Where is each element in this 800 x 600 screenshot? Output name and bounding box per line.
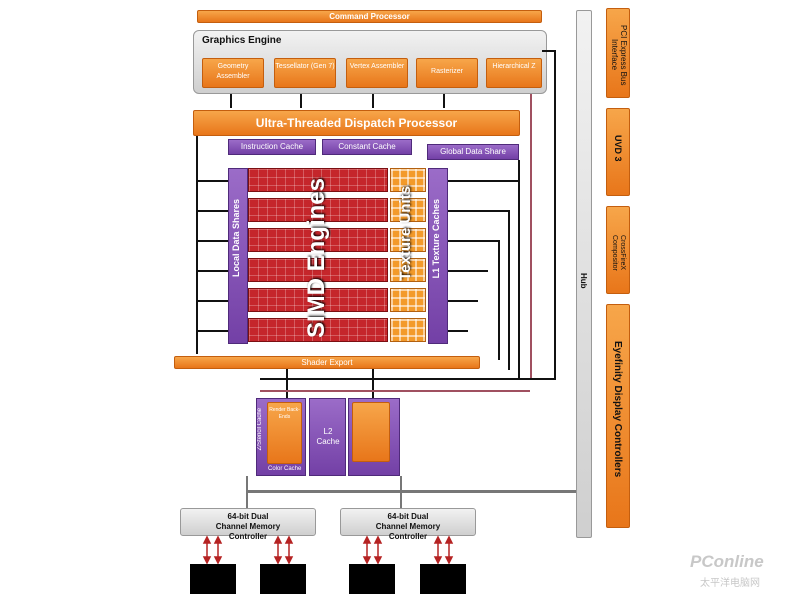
hierarchical-z-block: Hierarchical Z [486, 58, 542, 88]
local-data-shares: Local Data Shares [228, 168, 248, 344]
global-data-share: Global Data Share [427, 144, 519, 160]
geometry-assembler-block: Geometry Assembler [202, 58, 264, 88]
memory-chip [349, 564, 395, 594]
l1-texture-caches: L1 Texture Caches [428, 168, 448, 344]
l2-cache: L2 Cache [309, 398, 346, 476]
shader-export: Shader Export [174, 356, 480, 369]
graphics-engine-title: Graphics Engine [202, 35, 282, 46]
render-backends-label: Render Back-Ends [269, 407, 300, 420]
memory-chip [260, 564, 306, 594]
color-cache-label: Color Cache [268, 466, 302, 472]
l2-cache-label: L2 Cache [316, 427, 340, 446]
render-backends-block: Render Back-Ends [267, 402, 302, 464]
memory-chip [190, 564, 236, 594]
command-processor: Command Processor [197, 10, 542, 23]
graphics-engine-panel: Graphics Engine Geometry Assembler Tesse… [193, 30, 547, 94]
hub: Hub [576, 10, 592, 538]
dispatch-processor: Ultra-Threaded Dispatch Processor [193, 110, 520, 136]
watermark-subtitle: 太平洋电脑网 [700, 578, 760, 589]
texture-unit-row [390, 318, 426, 342]
simd-row [248, 258, 388, 282]
texture-unit-row [390, 198, 426, 222]
memory-controller-right: 64-bit Dual Channel Memory Controller [340, 508, 476, 541]
texture-unit-row [390, 228, 426, 252]
eyefinity-display-controllers: Eyefinity Display Controllers [606, 304, 630, 528]
simd-row [248, 198, 388, 222]
hub-label: Hub [579, 273, 588, 289]
simd-row [248, 168, 388, 192]
crossfirex-label: CrossFireX Compositor [611, 235, 626, 271]
simd-row [248, 288, 388, 312]
rasterizer-block: Rasterizer [416, 58, 478, 88]
simd-row [248, 318, 388, 342]
uvd-block: UVD 3 [606, 108, 630, 196]
texture-unit-row [390, 258, 426, 282]
texture-unit-row [390, 288, 426, 312]
uvd-label: UVD 3 [613, 135, 623, 162]
simd-row [248, 228, 388, 252]
memory-controller-left: 64-bit Dual Channel Memory Controller [180, 508, 316, 541]
pci-express-bus-interface: PCI Express Bus Interface [606, 8, 630, 98]
instruction-cache: Instruction Cache [228, 139, 316, 155]
memory-chip [420, 564, 466, 594]
crossfirex-compositor: CrossFireX Compositor [606, 206, 630, 294]
texture-unit-row [390, 168, 426, 192]
render-backends-right-block [352, 402, 390, 462]
watermark-logo: PConline [690, 552, 764, 571]
vertex-assembler-block: Vertex Assembler [346, 58, 408, 88]
eyefinity-label: Eyefinity Display Controllers [612, 341, 623, 478]
tessellator-block: Tessellator (Gen 7) [274, 58, 336, 88]
pci-express-label: PCI Express Bus Interface [610, 24, 628, 86]
constant-cache: Constant Cache [322, 139, 412, 155]
